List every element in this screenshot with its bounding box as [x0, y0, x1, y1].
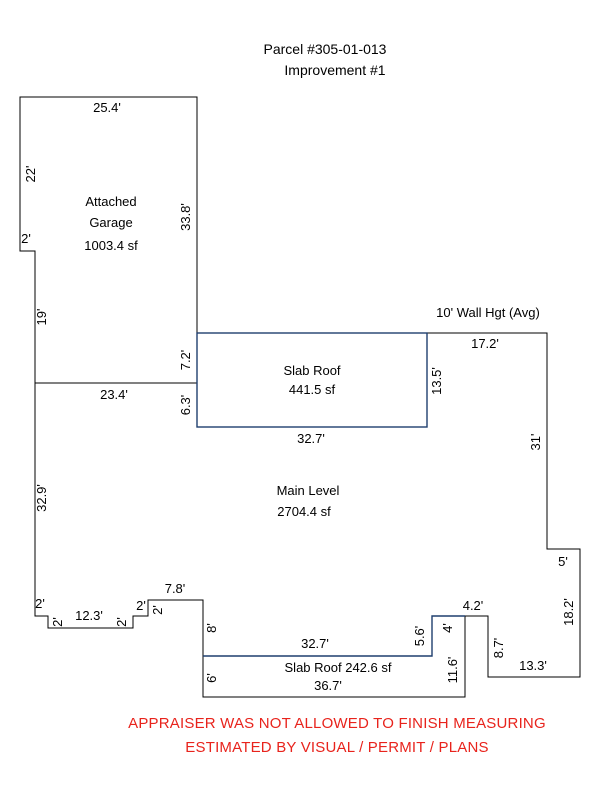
dim-garage-bottom: 23.4' [100, 387, 128, 402]
slab-roof-upper-label: Slab Roof [283, 363, 340, 378]
garage-label-line1: Attached [85, 194, 136, 209]
dim-notch-outer: 11.6' [445, 657, 460, 684]
dim-bay-vertical: 2' [150, 605, 165, 615]
dim-slab-right: 13.5' [429, 367, 444, 395]
dim-slab-bottom: 32.7' [297, 431, 325, 446]
dim-left-main: 32.9' [34, 484, 49, 512]
dim-garage-top: 25.4' [93, 100, 121, 115]
dim-garage-left-lower: 19' [34, 309, 49, 326]
slab-roof-upper-area: 441.5 sf [289, 382, 336, 397]
dim-slab-left-lower: 6.3' [178, 395, 193, 416]
dim-bay-top: 7.8' [165, 581, 186, 596]
garage-area: 1003.4 sf [84, 238, 138, 253]
dim-lower-left-upper: 8' [204, 623, 219, 633]
dim-left-step: 2' [35, 596, 45, 611]
garage-label-line2: Garage [89, 215, 132, 230]
improvement-number: Improvement #1 [284, 62, 385, 78]
dim-garage-left-upper: 22' [23, 166, 38, 183]
dim-garage-right: 33.8' [178, 203, 193, 231]
notice-line2: ESTIMATED BY VISUAL / PERMIT / PLANS [185, 739, 488, 756]
dim-right-lower: 18.2' [561, 598, 576, 626]
building-perimeter [19, 96, 581, 698]
dim-inner-vertical: 8.7' [491, 638, 506, 659]
dim-lower-slab-right: 5.6' [412, 626, 427, 647]
wall-height-label: 10' Wall Hgt (Avg) [436, 305, 540, 320]
parcel-number: Parcel #305-01-013 [264, 41, 387, 57]
dim-slab-left-upper: 7.2' [178, 350, 193, 371]
dim-notch-top: 4.2' [463, 598, 484, 613]
dim-lower-slab-bottom: 36.7' [314, 678, 342, 693]
dim-main-top-right: 17.2' [471, 336, 499, 351]
slab-roof-lower-label: Slab Roof 242.6 sf [285, 660, 392, 675]
notice-line1: APPRAISER WAS NOT ALLOWED TO FINISH MEAS… [128, 715, 546, 732]
dim-bottom-left-vertical: 2' [50, 617, 65, 627]
dim-bottom-mid-step: 2' [136, 598, 146, 613]
dim-right-bottom: 13.3' [519, 658, 547, 673]
main-level-label: Main Level [277, 483, 340, 498]
dim-bottom-left-width: 12.3' [75, 608, 103, 623]
main-level-area: 2704.4 sf [277, 504, 331, 519]
dim-garage-left-step: 2' [21, 231, 31, 246]
dim-lower-left-lower: 6' [204, 673, 219, 683]
dim-main-right: 31' [528, 434, 543, 451]
dim-notch-inner: 4' [440, 623, 455, 633]
dim-right-step: 5' [558, 554, 568, 569]
dim-bottom-mid-vertical: 2' [114, 617, 129, 627]
slab-roof-upper-outline [196, 332, 428, 428]
dim-lower-slab-top: 32.7' [301, 636, 329, 651]
slab-roof-lower-outline [203, 615, 465, 657]
